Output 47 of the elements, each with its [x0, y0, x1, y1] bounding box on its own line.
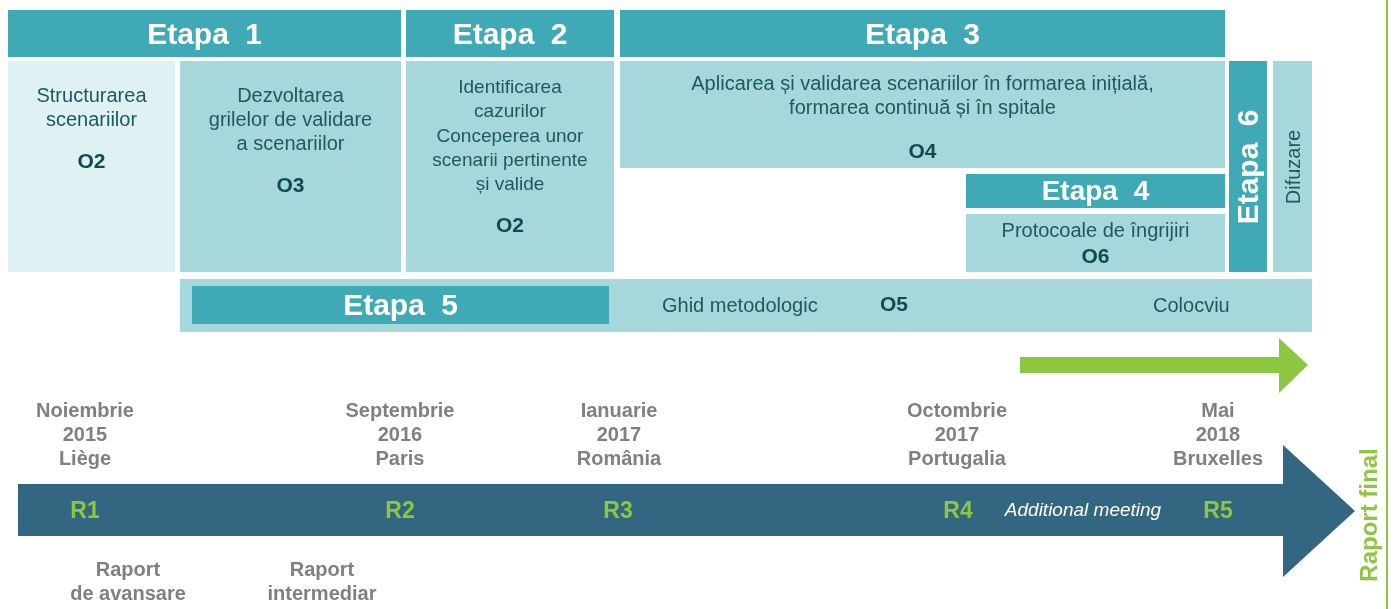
meeting-date: Septembrie 2016 Paris — [345, 398, 455, 470]
note-text: Additional meeting — [1004, 498, 1162, 522]
milestone-label: R2 — [385, 498, 415, 522]
output-code: O3 — [276, 173, 305, 197]
stage-title: Etapa 4 — [1041, 177, 1150, 205]
meeting-date: Mai 2018 Bruxelles — [1172, 398, 1264, 470]
task-text: Ghid metodologic — [662, 293, 818, 317]
output-code: O2 — [496, 213, 524, 237]
stage-title: Etapa 1 — [147, 18, 262, 49]
meeting-date: Ianuarie 2017 România — [576, 398, 662, 470]
task-box — [180, 61, 401, 272]
output-code: O5 — [880, 292, 908, 316]
task-text: Structurarea scenariilor — [36, 83, 147, 131]
band — [180, 279, 1312, 332]
task-text: Aplicarea și validarea scenariilor în formarea inițială, formarea continuă și în spitale — [691, 71, 1154, 119]
task-text: Identificarea cazurilor — [458, 75, 562, 123]
stage-title: Etapa 2 — [452, 18, 568, 49]
task-text: Colocviu — [1153, 293, 1230, 317]
milestone-label: R4 — [943, 498, 973, 522]
task-text: Difuzare — [1282, 129, 1303, 204]
stage-header — [406, 10, 614, 57]
stage-title: Etapa 5 — [343, 290, 458, 320]
task-text: Dezvoltarea grilelor de validare a scenariilor — [208, 83, 373, 155]
meeting-date: Octombrie 2017 Portugalia — [907, 398, 1007, 470]
task-box — [1273, 61, 1312, 272]
stage-header — [620, 10, 1225, 57]
stage-header — [8, 10, 401, 57]
task-text: Protocoale de îngrijiri — [1001, 218, 1190, 242]
task-box — [620, 61, 1225, 168]
stage-header — [966, 174, 1225, 208]
task-box — [8, 61, 175, 272]
task-text: Conceperea unor scenarii pertinente și valide — [432, 124, 588, 196]
milestone-label: R1 — [70, 498, 100, 522]
stage-title: Etapa 6 — [1233, 109, 1263, 224]
stage-title: Etapa 3 — [865, 18, 980, 49]
stage-header — [1229, 61, 1267, 272]
meeting-date: Noiembrie 2015 Liège — [36, 398, 134, 470]
task-box — [406, 61, 614, 272]
milestone-label: R5 — [1203, 498, 1233, 522]
output-code: O4 — [908, 139, 937, 163]
milestone-label: R3 — [603, 498, 633, 522]
output-code: O6 — [1081, 244, 1110, 268]
report-label: Raport de avansare — [70, 557, 186, 605]
stage-header — [192, 286, 609, 324]
report-label: Raport intermediar — [267, 557, 377, 605]
output-code: O2 — [77, 149, 106, 173]
task-box — [966, 214, 1225, 272]
